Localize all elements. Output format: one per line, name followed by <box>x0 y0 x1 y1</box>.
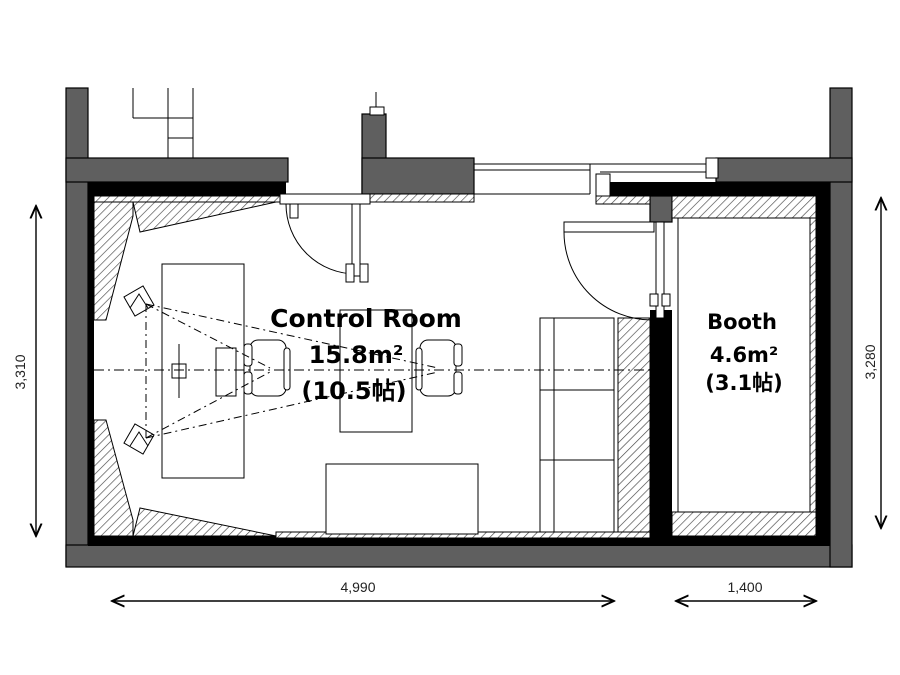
control-room-tatami: (10.5帖) <box>301 377 406 405</box>
dimension-control-depth: 3,310 <box>12 354 28 389</box>
chair-left <box>243 339 291 397</box>
booth-tatami: (3.1帖) <box>705 371 782 395</box>
insulation-layers <box>88 182 830 546</box>
control-room-area: 15.8m² <box>309 341 404 369</box>
acoustic-panels <box>93 193 651 539</box>
left-speaker-top <box>123 285 155 317</box>
dimension-control-width: 4,990 <box>340 579 375 595</box>
booth-area: 4.6m² <box>710 343 778 367</box>
left-speaker-bottom <box>123 423 155 455</box>
chair-right <box>415 339 463 397</box>
center-table <box>339 309 413 433</box>
control-room-name: Control Room <box>270 304 462 333</box>
furniture <box>123 263 615 535</box>
keyboard <box>215 347 237 397</box>
doors <box>279 157 719 321</box>
booth-name: Booth <box>707 310 777 334</box>
upper-hall <box>87 88 716 195</box>
booth-panels <box>671 195 817 537</box>
dimension-booth-depth: 3,280 <box>862 344 878 379</box>
listening-lines <box>94 303 652 439</box>
outer-walls <box>65 87 853 568</box>
sofa <box>539 317 615 533</box>
equipment-rack <box>325 463 479 535</box>
dimension-booth-width: 1,400 <box>727 579 762 595</box>
dimension-lines <box>36 198 881 601</box>
